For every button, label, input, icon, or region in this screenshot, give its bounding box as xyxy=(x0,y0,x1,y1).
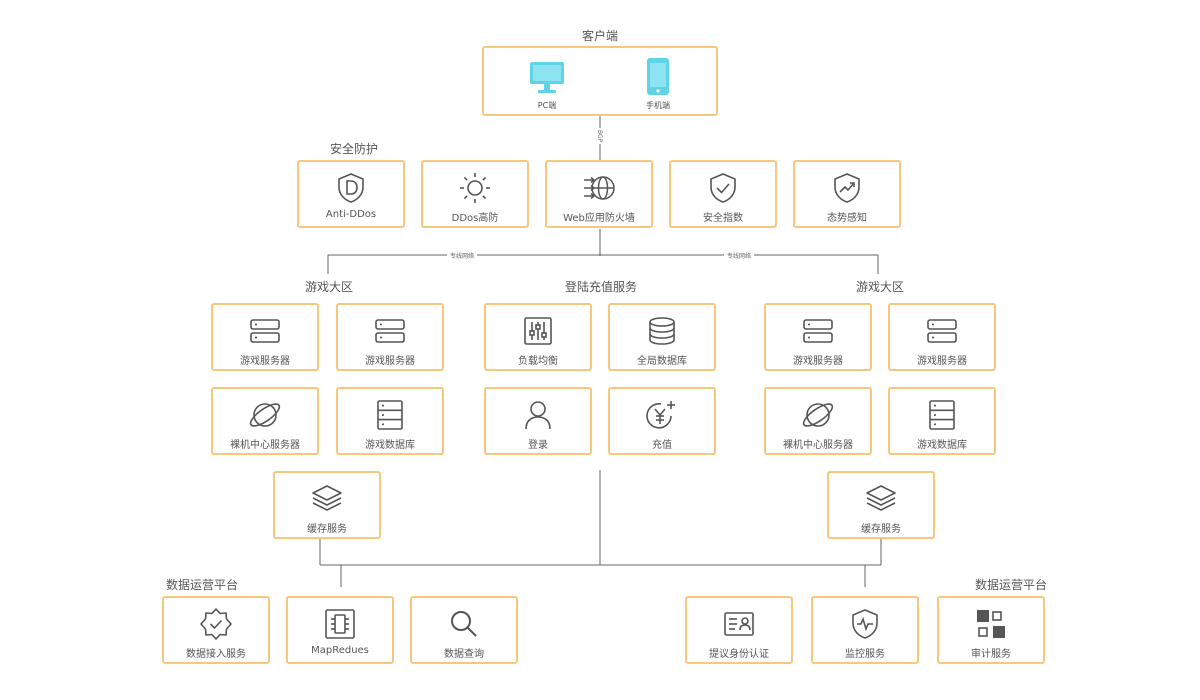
zone-right-game-database-label: 游戏数据库 xyxy=(917,440,967,451)
search-icon xyxy=(451,611,477,637)
situation-awareness-node[interactable]: 态势感知 xyxy=(793,160,901,228)
pc-client-label: PC端 xyxy=(537,101,557,110)
monitoring-service-node[interactable]: 监控服务 xyxy=(811,596,919,664)
zone-left-cache-service[interactable]: 缓存服务 xyxy=(273,471,381,539)
identity-auth-label: 提议身份认证 xyxy=(709,649,769,660)
waf-label: Web应用防火墙 xyxy=(563,213,635,224)
client-section-title: 客户端 xyxy=(582,29,619,43)
zone-right-bare-metal-server[interactable]: 裸机中心服务器 xyxy=(764,387,872,455)
zone-left-game-server-1-label: 游戏服务器 xyxy=(240,356,290,367)
zone-right-title: 游戏大区 xyxy=(856,280,905,294)
load-balancer-label: 负载均衡 xyxy=(518,356,558,367)
ddos-protection-label: DDos高防 xyxy=(451,213,499,224)
zone-right-cache-label: 缓存服务 xyxy=(861,524,901,535)
zone-left-game-database[interactable]: 游戏数据库 xyxy=(336,387,444,455)
data-query-label: 数据查询 xyxy=(444,649,484,660)
network-label-left: 专线网络 xyxy=(447,251,478,260)
ops-right-title: 数据运营平台 xyxy=(975,578,1048,592)
anti-ddos-label: Anti-DDos xyxy=(325,209,377,220)
database-rack-icon xyxy=(377,400,403,430)
sun-icon xyxy=(460,173,490,203)
zone-left-game-server-2[interactable]: 游戏服务器 xyxy=(336,303,444,371)
waf-node[interactable]: Web应用防火墙 xyxy=(545,160,653,228)
security-section-title: 安全防护 xyxy=(330,142,379,156)
data-access-service-node[interactable]: 数据接入服务 xyxy=(162,596,270,664)
zone-left-bare-metal-label: 裸机中心服务器 xyxy=(230,440,300,451)
server-icon xyxy=(250,319,280,343)
zone-left-bare-metal-server[interactable]: 裸机中心服务器 xyxy=(211,387,319,455)
security-index-node[interactable]: 安全指数 xyxy=(669,160,777,228)
server-icon xyxy=(927,319,957,343)
audit-service-node[interactable]: 审计服务 xyxy=(937,596,1045,664)
audit-blocks-icon xyxy=(977,610,1005,638)
zone-right-game-server-1-label: 游戏服务器 xyxy=(793,356,843,367)
server-icon xyxy=(803,319,833,343)
situation-awareness-label: 态势感知 xyxy=(827,213,867,224)
shield-pulse-icon xyxy=(852,609,878,639)
pc-client[interactable]: PC端 xyxy=(517,56,577,112)
global-database-node[interactable]: 全局数据库 xyxy=(608,303,716,371)
id-card-icon xyxy=(724,612,754,636)
bgp-link-label: BGP xyxy=(596,128,603,145)
global-database-label: 全局数据库 xyxy=(637,356,687,367)
login-section-title: 登陆充值服务 xyxy=(565,280,638,294)
zone-left-game-server-1[interactable]: 游戏服务器 xyxy=(211,303,319,371)
mobile-client[interactable]: 手机端 xyxy=(628,56,688,112)
server-icon xyxy=(375,319,405,343)
mapreduce-label: MapRedues xyxy=(311,645,369,656)
security-index-label: 安全指数 xyxy=(703,213,743,224)
zone-right-game-database[interactable]: 游戏数据库 xyxy=(888,387,996,455)
chip-icon xyxy=(325,609,355,639)
login-node[interactable]: 登录 xyxy=(484,387,592,455)
recharge-node[interactable]: 充值 xyxy=(608,387,716,455)
planet-icon xyxy=(249,403,281,427)
layers-icon xyxy=(866,485,896,511)
data-access-service-label: 数据接入服务 xyxy=(186,649,246,660)
anti-ddos-node[interactable]: Anti-DDos xyxy=(297,160,405,228)
zone-right-cache-service[interactable]: 缓存服务 xyxy=(827,471,935,539)
zone-right-game-server-2[interactable]: 游戏服务器 xyxy=(888,303,996,371)
zone-left-game-server-2-label: 游戏服务器 xyxy=(365,356,415,367)
database-rack-icon xyxy=(929,400,955,430)
audit-service-label: 审计服务 xyxy=(971,649,1011,660)
shield-trend-icon xyxy=(834,173,860,203)
shield-d-icon xyxy=(338,173,364,203)
zone-right-bare-metal-label: 裸机中心服务器 xyxy=(783,440,853,451)
zone-left-game-database-label: 游戏数据库 xyxy=(365,440,415,451)
smartphone-icon xyxy=(647,58,669,95)
badge-check-icon xyxy=(200,608,232,640)
login-label: 登录 xyxy=(528,440,548,451)
zone-left-title: 游戏大区 xyxy=(305,280,354,294)
zone-left-cache-label: 缓存服务 xyxy=(307,524,347,535)
mapreduce-node[interactable]: MapRedues xyxy=(286,596,394,664)
monitor-icon xyxy=(530,62,564,93)
client-box: PC端 手机端 xyxy=(482,46,718,116)
layers-icon xyxy=(312,485,342,511)
recharge-label: 充值 xyxy=(652,440,672,451)
sliders-icon xyxy=(524,317,552,345)
identity-auth-node[interactable]: 提议身份认证 xyxy=(685,596,793,664)
data-query-node[interactable]: 数据查询 xyxy=(410,596,518,664)
ddos-protection-node[interactable]: DDos高防 xyxy=(421,160,529,228)
yen-plus-icon xyxy=(646,401,675,429)
mobile-client-label: 手机端 xyxy=(646,101,670,110)
zone-right-game-server-2-label: 游戏服务器 xyxy=(917,356,967,367)
database-icon xyxy=(649,317,675,345)
shield-check-icon xyxy=(710,173,736,203)
user-icon xyxy=(525,401,551,430)
planet-icon xyxy=(802,403,834,427)
globe-arrows-icon xyxy=(584,176,615,200)
network-label-right: 专线网络 xyxy=(724,251,755,260)
ops-left-title: 数据运营平台 xyxy=(166,578,239,592)
load-balancer-node[interactable]: 负载均衡 xyxy=(484,303,592,371)
zone-right-game-server-1[interactable]: 游戏服务器 xyxy=(764,303,872,371)
monitoring-service-label: 监控服务 xyxy=(845,649,885,660)
